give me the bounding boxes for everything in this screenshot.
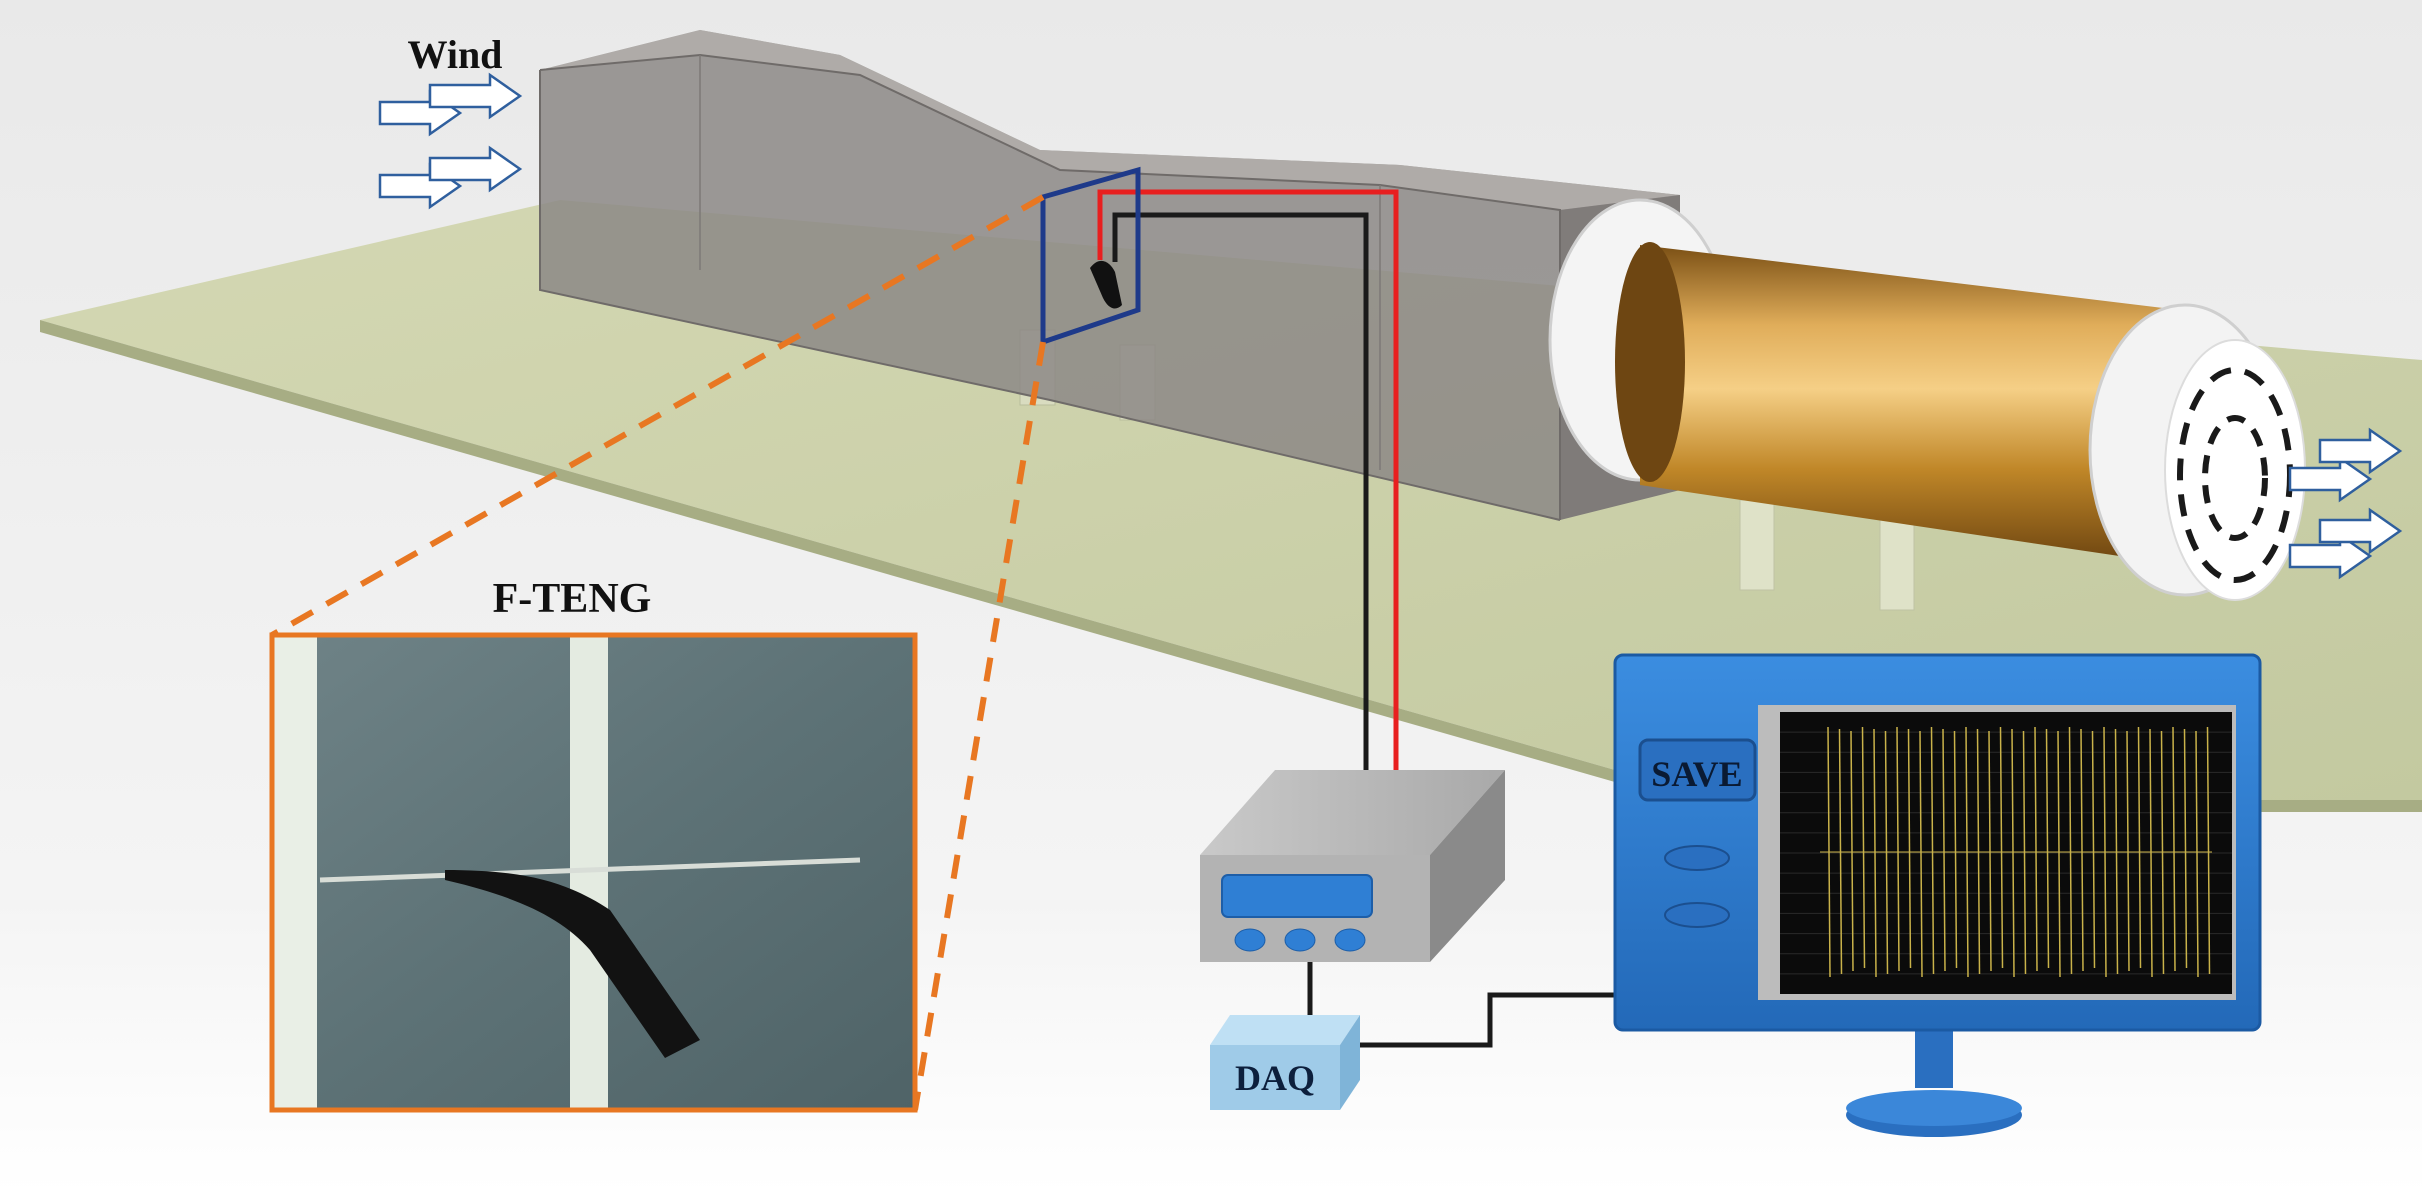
monitor: SAVE — [1613, 653, 2262, 1137]
signal-trace — [1820, 726, 2212, 978]
signal-spike — [2034, 726, 2038, 972]
signal-spike — [2045, 728, 2050, 969]
signal-spike — [2137, 726, 2142, 969]
signal-spike — [2206, 726, 2211, 975]
save-label: SAVE — [1651, 754, 1742, 794]
daq-label: DAQ — [1235, 1058, 1315, 1098]
signal-spike — [1873, 728, 1877, 978]
fteng-flag-small — [1090, 260, 1122, 309]
signal-spike — [1999, 726, 2004, 969]
signal-spike — [2172, 726, 2176, 972]
fan-support — [1879, 519, 1915, 611]
signal-spike — [1988, 730, 1992, 972]
fteng-inset — [269, 632, 918, 1113]
wire-black — [1112, 212, 1369, 770]
signal-spike — [2068, 726, 2073, 975]
monitor-button[interactable] — [1664, 845, 1730, 871]
signal-spike — [1907, 728, 1912, 969]
electrometer-knob — [1234, 928, 1266, 952]
wire-red — [1097, 189, 1399, 770]
signal-spike — [2183, 728, 2188, 969]
arrow-right-outline-icon — [2288, 427, 2403, 580]
monitor-button[interactable] — [1664, 902, 1730, 928]
signal-spike — [1850, 730, 1854, 972]
signal-spike — [1919, 730, 1923, 978]
wires — [1097, 189, 1620, 1048]
signal-spike — [2080, 728, 2084, 972]
fan-blower — [1548, 198, 2306, 611]
zoom-frame — [1040, 166, 1141, 346]
signal-spike — [2195, 730, 2199, 978]
signal-spike — [2149, 728, 2153, 978]
signal-spike — [1896, 726, 1900, 972]
signal-spike — [1930, 726, 1935, 975]
save-button[interactable] — [1638, 738, 1757, 802]
arrow-right-outline-icon — [378, 72, 523, 210]
signal-spike — [1953, 730, 1958, 969]
signal-spike — [1861, 726, 1866, 969]
signal-spike — [2011, 728, 2015, 978]
signal-spike — [2091, 730, 2096, 969]
fan-support — [1739, 499, 1775, 591]
daq-box: DAQ — [1210, 1015, 1360, 1110]
signal-plot-grid — [1780, 731, 2232, 975]
electrometer — [1200, 770, 1505, 962]
callout-lines — [270, 194, 1046, 1111]
signal-spike — [1942, 728, 1946, 972]
signal-spike — [2126, 730, 2130, 972]
wire-daq-monitor — [1360, 992, 1620, 1048]
monitor-stand — [1915, 1028, 1953, 1088]
signal-spike — [2057, 730, 2061, 978]
fteng-label: F-TENG — [493, 576, 652, 622]
wind-label: Wind — [408, 32, 503, 77]
fteng-in-tunnel — [1040, 166, 1141, 346]
fteng-flag-photo — [445, 870, 700, 1058]
electrometer-knob — [1334, 928, 1366, 952]
electrometer-knob — [1284, 928, 1316, 952]
electrometer-display — [1221, 874, 1373, 918]
